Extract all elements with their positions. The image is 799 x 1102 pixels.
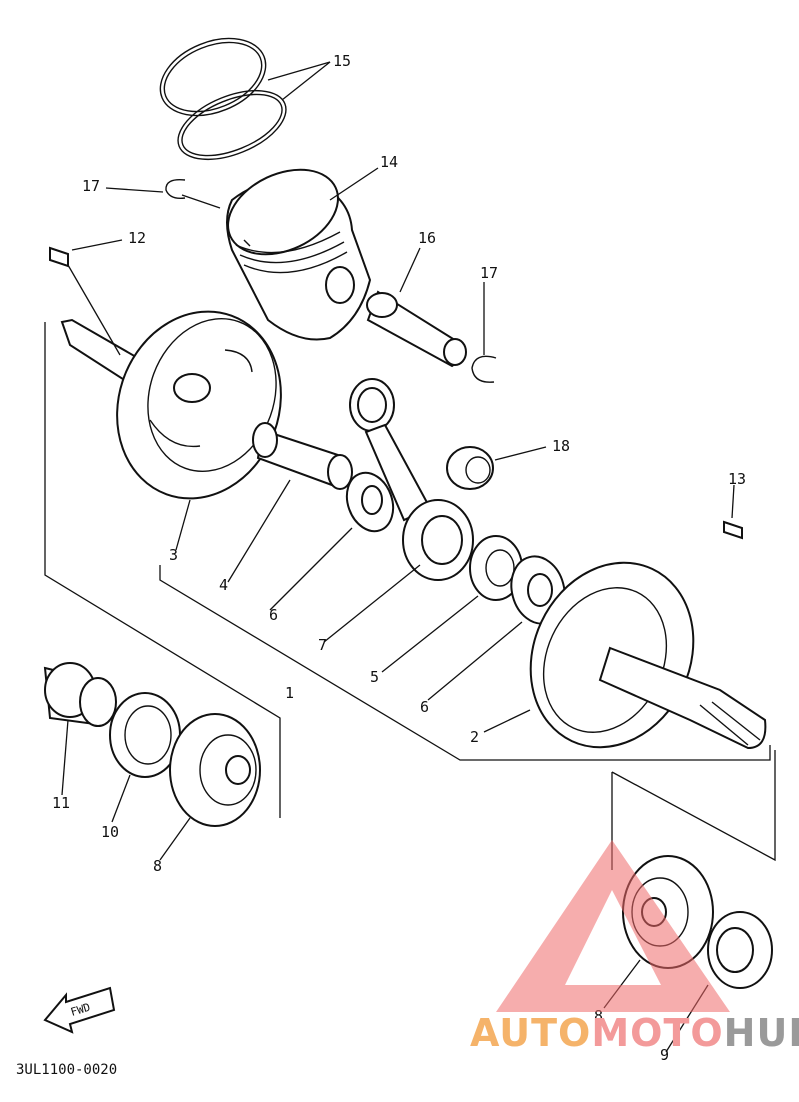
leader-lines	[61, 61, 735, 1053]
callout-18: 18	[552, 437, 570, 455]
watermark-triangle-icon	[496, 840, 730, 1012]
callout-6-upper: 6	[269, 606, 278, 624]
callout-8-left: 8	[153, 857, 162, 875]
callout-5: 5	[370, 668, 379, 686]
callout-12: 12	[128, 229, 146, 247]
callout-2: 2	[470, 728, 479, 746]
callout-10: 10	[101, 823, 119, 841]
callout-9: 9	[660, 1046, 669, 1064]
oil-seal-right	[707, 911, 773, 989]
connecting-rod	[349, 378, 474, 581]
callout-14: 14	[380, 153, 398, 171]
svg-text:AUTOMOTOHUB: AUTOMOTOHUB	[470, 1011, 799, 1055]
piston-pin	[366, 290, 467, 368]
callout-8-right: 8	[594, 1007, 603, 1025]
diagram-code: 3UL1100-0020	[16, 1062, 117, 1078]
woodruff-key	[49, 246, 69, 268]
callout-15: 15	[333, 52, 351, 70]
callout-16: 16	[418, 229, 436, 247]
callout-17-left: 17	[82, 177, 100, 195]
watermark-hub: HUB	[724, 1011, 799, 1055]
circlip-left	[165, 179, 186, 200]
crank-half-left	[60, 310, 282, 500]
callout-3: 3	[169, 546, 178, 564]
oil-seal	[109, 692, 181, 778]
crank-half-right	[529, 561, 767, 750]
spacer-collar	[43, 662, 117, 727]
thrust-washer-upper	[345, 471, 395, 533]
callout-11: 11	[52, 794, 70, 812]
callout-1: 1	[285, 684, 294, 702]
watermark-moto: MOTO	[591, 1011, 723, 1055]
fwd-label: FWD	[69, 1001, 92, 1019]
watermark-auto: AUTO	[470, 1011, 591, 1055]
callout-4: 4	[219, 576, 228, 594]
watermark: AUTOMOTOHUB	[470, 840, 799, 1055]
small-end-bearing	[446, 446, 494, 490]
callout-13: 13	[728, 470, 746, 488]
bearing-left	[169, 713, 261, 827]
piston-rings	[159, 37, 287, 161]
crank-pin	[252, 422, 353, 490]
callout-6-lower: 6	[420, 698, 429, 716]
callout-7: 7	[318, 636, 327, 654]
callout-17-right: 17	[480, 264, 498, 282]
assembly-outline	[44, 322, 776, 870]
circlip-right	[471, 355, 497, 383]
woodruff-key-right	[723, 520, 743, 540]
fwd-arrow: FWD	[43, 986, 116, 1034]
callout-labels: 15 14 17 12 16 17 18 13 3 4 6 7 1 5 6 2 …	[52, 52, 746, 1064]
piston	[226, 168, 372, 341]
big-end-bearing	[469, 535, 523, 601]
